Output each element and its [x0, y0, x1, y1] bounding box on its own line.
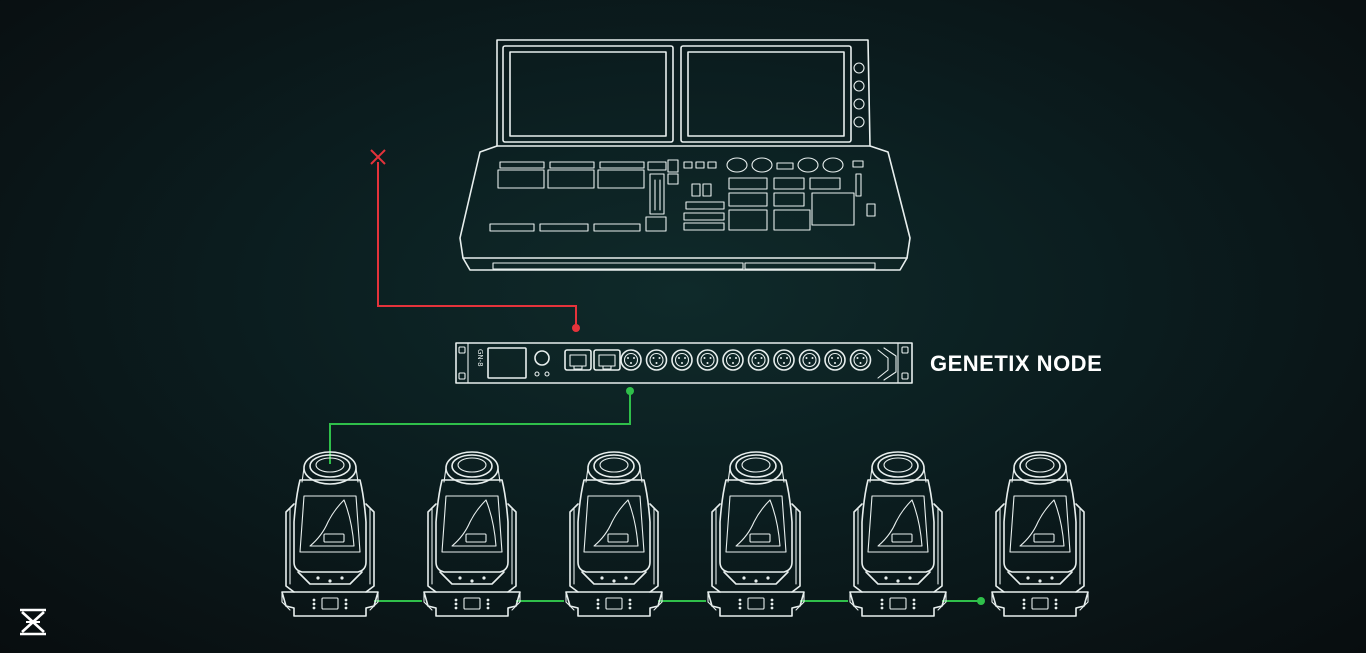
dmx-port-icon: [671, 349, 693, 371]
dmx-port-icon: [620, 349, 642, 371]
dmx-port-icon: [722, 349, 744, 371]
dmx-port-icon: [824, 349, 846, 371]
moving-head-fixture: [423, 451, 521, 617]
genetix-node-rack: GN-8: [455, 342, 913, 384]
genetix-node-label: GENETIX NODE: [930, 351, 1102, 376]
dmx-port-icon: [645, 349, 668, 371]
moving-head-fixture: [565, 451, 663, 617]
genetix-logo-icon: [20, 608, 46, 636]
connected-wire: [329, 387, 985, 605]
lighting-console: [459, 39, 911, 271]
moving-head-fixtures: [281, 451, 1089, 617]
dmx-port-icon: [696, 349, 719, 371]
moving-head-fixture: [849, 451, 947, 617]
dmx-port-icon: [747, 349, 770, 371]
dmx-port-icon: [849, 349, 872, 371]
dmx-port-icon: [798, 349, 821, 371]
moving-head-fixture: [991, 451, 1089, 617]
red-connection-dot: [572, 324, 580, 332]
dmx-port-icon: [773, 349, 795, 371]
x-mark-icon: [370, 149, 386, 165]
dmx-ports: [620, 349, 872, 371]
moving-head-fixture: [707, 451, 805, 617]
rack-model-label: GN-8: [476, 349, 484, 367]
green-end-dot: [977, 597, 985, 605]
moving-head-fixture: [281, 451, 379, 617]
disconnected-wire: [370, 149, 580, 332]
